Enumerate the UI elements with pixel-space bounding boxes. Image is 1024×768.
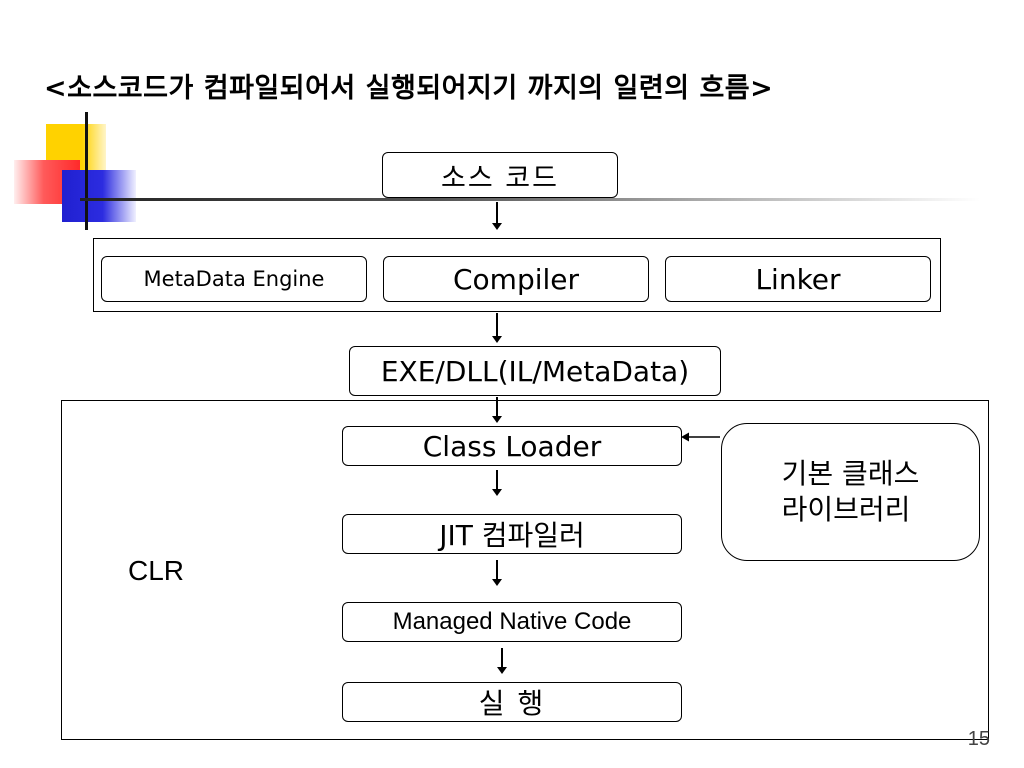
jit-compiler-box: JIT 컴파일러 bbox=[342, 514, 682, 554]
linker-box: Linker bbox=[665, 256, 931, 302]
arrow-build-to-exe bbox=[490, 313, 504, 345]
slide-title: <소스코드가 컴파일되어서 실행되어지기 까지의 일련의 흐름> bbox=[44, 73, 774, 104]
source-code-box: 소스 코드 bbox=[382, 152, 618, 198]
exe-dll-box: EXE/DLL(IL/MetaData) bbox=[349, 346, 721, 396]
arrow-library-to-loader bbox=[681, 432, 720, 442]
page-number: 15 bbox=[967, 728, 990, 750]
execution-box: 실 행 bbox=[342, 682, 682, 722]
decor-horizontal-line bbox=[80, 198, 980, 201]
arrow-loader-to-jit bbox=[490, 470, 504, 500]
arrow-source-to-build bbox=[490, 202, 504, 230]
arrow-native-to-execution bbox=[495, 648, 509, 676]
build-group-frame bbox=[93, 238, 941, 312]
metadata-engine-box: MetaData Engine bbox=[101, 256, 367, 302]
decor-vertical-line bbox=[85, 112, 88, 230]
clr-label: CLR bbox=[128, 555, 185, 586]
clr-frame bbox=[61, 400, 989, 740]
compiler-box: Compiler bbox=[383, 256, 649, 302]
class-loader-box: Class Loader bbox=[342, 426, 682, 466]
managed-native-code-box: Managed Native Code bbox=[342, 602, 682, 642]
arrow-exe-to-loader bbox=[490, 397, 504, 425]
base-class-library-box: 기본 클래스 라이브러리 bbox=[721, 423, 980, 561]
decor-blue-square bbox=[62, 170, 136, 222]
arrow-jit-to-native bbox=[490, 560, 504, 588]
